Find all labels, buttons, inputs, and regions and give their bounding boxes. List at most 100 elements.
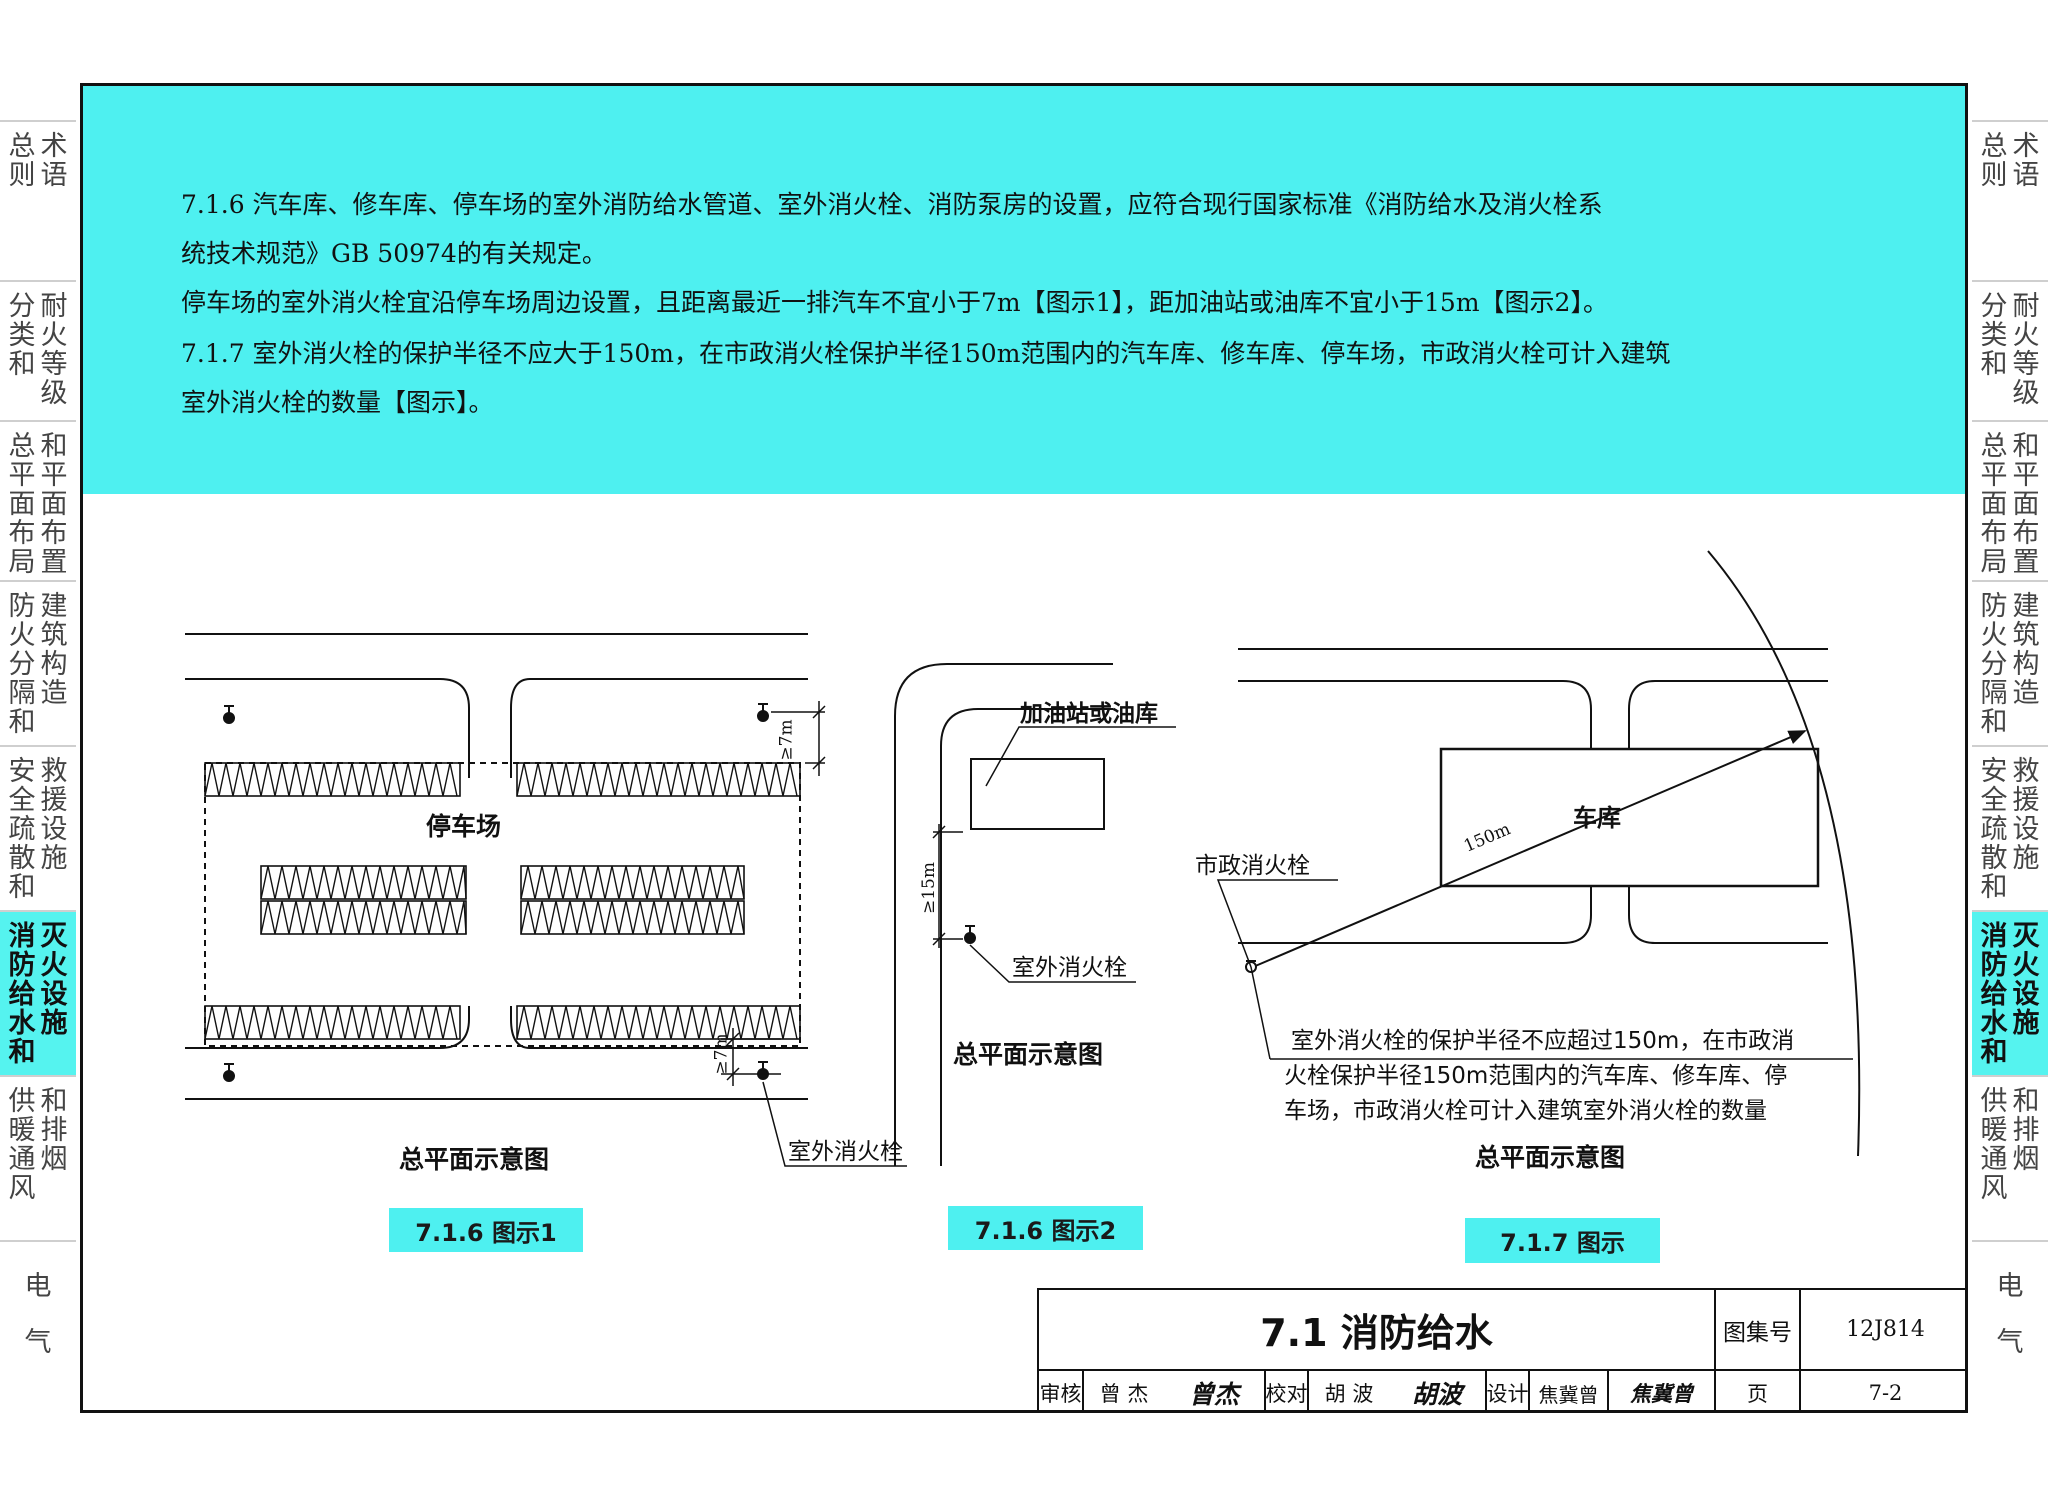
- tab-line: 分类和: [1980, 291, 2008, 380]
- clause-7-1-6-line2: 统技术规范》GB 50974的有关规定。: [181, 239, 607, 268]
- dim-top-label: ≥7m: [776, 719, 797, 761]
- fuel-station-box: [970, 758, 1105, 830]
- parking-stalls: [260, 900, 467, 935]
- tab-line: 建筑构造: [40, 591, 68, 709]
- leader-note: [1250, 966, 1271, 1060]
- tab-line: 总则: [8, 131, 36, 191]
- note-line3: 车场，市政消火栓可计入建筑室外消火栓的数量: [1284, 1098, 1767, 1124]
- figure3-roads: [1238, 648, 1828, 944]
- fuel-station-label: 加油站或油库: [1020, 701, 1158, 727]
- parking-rows: [204, 762, 801, 1040]
- drawing-sheet: 7.1.6 汽车库、修车库、停车场的室外消防给水管道、室外消火栓、消防泵房的设置…: [80, 83, 1968, 1413]
- tab-fire-rating[interactable]: 分类和耐火等级: [0, 280, 76, 420]
- tab-line: 耐火等级: [40, 291, 68, 409]
- caption-7-1-7: 7.1.7 图示: [1465, 1218, 1660, 1263]
- tab-hvac[interactable]: 供暖通风和排烟: [1972, 1075, 2048, 1240]
- plan-caption-fig2: 总平面示意图: [953, 1040, 1104, 1069]
- tab-evacuation[interactable]: 安全疏散和救援设施: [0, 745, 76, 910]
- note-line1: 室外消火栓的保护半径不应超过150m，在市政消: [1291, 1028, 1795, 1054]
- hydrant-icon: [757, 1061, 769, 1080]
- tab-line: 分类和: [8, 291, 36, 380]
- tab-line: 灭火设施: [2012, 921, 2040, 1039]
- hydrant-icon: [223, 1063, 235, 1082]
- tab-water-supply[interactable]: 消防给水和灭火设施: [1972, 910, 2048, 1075]
- tab-line: 总平面布局: [8, 431, 36, 578]
- tb-divider: [1799, 1290, 1801, 1410]
- tab-site-plan[interactable]: 总平面布局和平面布置: [1972, 420, 2048, 580]
- dimension-top-7m: [771, 701, 826, 776]
- tab-line: 消防给水和: [8, 921, 36, 1068]
- tab-line: 术语: [40, 131, 68, 191]
- atlas-number: 12J814: [1846, 1317, 1925, 1342]
- radius-line-150m: [1252, 730, 1807, 968]
- parking-lot-label: 停车场: [426, 812, 502, 841]
- tab-fire-separation[interactable]: 防火分隔和建筑构造: [0, 580, 76, 745]
- tb-divider: [1082, 1371, 1084, 1410]
- tab-line: 救援设施: [2012, 756, 2040, 874]
- municipal-hydrant-label: 市政消火栓: [1195, 853, 1310, 879]
- dimension-15m: [932, 824, 963, 948]
- tb-divider: [1307, 1371, 1309, 1410]
- tab-line: 供暖通风: [1980, 1086, 2008, 1204]
- tab-evacuation[interactable]: 安全疏散和救援设施: [1972, 745, 2048, 910]
- tab-line: 气: [24, 1327, 52, 1358]
- garage-box: [1439, 747, 1820, 888]
- tab-line: 气: [1996, 1327, 2024, 1358]
- clause-7-1-7-line2: 室外消火栓的数量【图示】。: [181, 388, 494, 417]
- tab-fire-separation[interactable]: 防火分隔和建筑构造: [1972, 580, 2048, 745]
- caption-7-1-6-fig2: 7.1.6 图示2: [948, 1206, 1143, 1250]
- tab-electrical[interactable]: 电气: [0, 1240, 76, 1420]
- tab-line: 安全疏散和: [8, 756, 36, 903]
- tab-line: 总则: [1980, 131, 2008, 191]
- hydrant-icon: [964, 925, 976, 944]
- tab-line: 耐火等级: [2012, 291, 2040, 409]
- parking-row-bottom-right: [516, 1005, 801, 1040]
- designer-name: 焦冀曾: [1538, 1382, 1599, 1407]
- tab-fire-rating[interactable]: 分类和耐火等级: [1972, 280, 2048, 420]
- tab-line: 供暖通风: [8, 1086, 36, 1204]
- clause-7-1-7-line1: 7.1.7 室外消火栓的保护半径不应大于150m，在市政消火栓保护半径150m范…: [181, 339, 1671, 368]
- tab-hvac[interactable]: 供暖通风和排烟: [0, 1075, 76, 1240]
- tab-line: 灭火设施: [40, 921, 68, 1039]
- tab-line: 和平面布置: [40, 431, 68, 578]
- tb-divider: [1607, 1371, 1609, 1410]
- dim-15m-label: ≥15m: [919, 862, 939, 914]
- plan-caption-fig3: 总平面示意图: [1475, 1143, 1626, 1172]
- leader-hydrant-fig2: [969, 944, 1136, 983]
- parking-stalls: [520, 865, 745, 900]
- garage-label: 车库: [1573, 804, 1621, 832]
- leader-fuel-station: [985, 726, 1176, 787]
- leader-municipal: [1216, 879, 1338, 968]
- plan-caption-fig1: 总平面示意图: [399, 1145, 550, 1174]
- parking-row-mid-left-1: [260, 865, 467, 900]
- note-line2: 火栓保护半径150m范围内的汽车库、修车库、停: [1284, 1063, 1788, 1089]
- hydrant-label-fig1: 室外消火栓: [788, 1139, 903, 1165]
- atlas-label: 图集号: [1723, 1319, 1792, 1346]
- caption-7-1-6-fig1: 7.1.6 图示1: [389, 1208, 583, 1252]
- tab-line: 和排烟: [2012, 1086, 2040, 1175]
- tb-divider: [1714, 1290, 1716, 1410]
- tab-general[interactable]: 总则术语: [1972, 120, 2048, 280]
- tab-line: 术语: [2012, 131, 2040, 191]
- page-number: 7-2: [1868, 1381, 1903, 1405]
- tab-water-supply[interactable]: 消防给水和灭火设施: [0, 910, 76, 1075]
- tab-site-plan[interactable]: 总平面布局和平面布置: [0, 420, 76, 580]
- dimension-bottom-7m: [721, 1028, 781, 1086]
- tab-general[interactable]: 总则术语: [0, 120, 76, 280]
- tab-electrical[interactable]: 电气: [1972, 1240, 2048, 1420]
- figure2-roads: [894, 663, 1113, 1166]
- hydrant-symbols-fig1: [223, 703, 769, 1082]
- checker-signature: 胡波: [1411, 1380, 1462, 1409]
- tab-line: 安全疏散和: [1980, 756, 2008, 903]
- figure1-roads: [185, 633, 808, 1100]
- parking-stalls: [516, 762, 798, 797]
- tab-line: 和平面布置: [2012, 431, 2040, 578]
- tab-line: 总平面布局: [1980, 431, 2008, 578]
- parking-stalls: [204, 762, 458, 797]
- tb-divider: [1485, 1371, 1487, 1410]
- parking-boundary: [204, 762, 801, 1047]
- review-label: 审核: [1039, 1382, 1082, 1406]
- tab-line: 建筑构造: [2012, 591, 2040, 709]
- drawings-svg: [185, 550, 1861, 1167]
- hydrant-icon: [223, 705, 235, 724]
